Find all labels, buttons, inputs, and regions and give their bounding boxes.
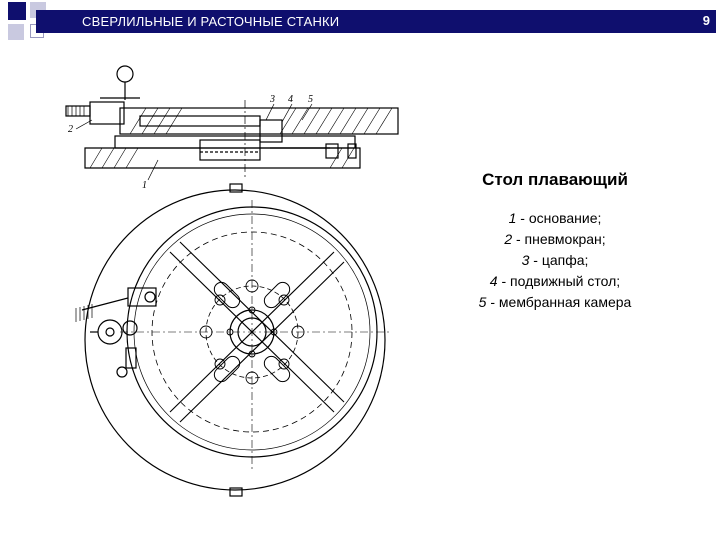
legend-number: 3 <box>521 252 530 268</box>
legend-item: 4 - подвижный стол; <box>430 271 680 292</box>
gauge-circle <box>116 65 134 83</box>
membrane-chamber <box>199 139 261 161</box>
floating-table-drawing: 3 4 5 2 1 <box>65 65 399 497</box>
caption-title: Стол плавающий <box>482 170 628 189</box>
valve-body <box>89 101 125 125</box>
legend-item: 3 - цапфа; <box>430 250 680 271</box>
base-circle <box>84 189 386 491</box>
legend-text: - пневмокран; <box>512 231 606 247</box>
corner-square <box>8 2 26 20</box>
legend-list: 1 - основание; 2 - пневмокран; 3 - цапфа… <box>430 208 680 313</box>
side-valve-mechanism <box>75 287 157 378</box>
legend-number: 1 <box>508 210 517 226</box>
piston-rod <box>139 115 261 127</box>
header-title: СВЕРЛИЛЬНЫЕ И РАСТОЧНЫЕ СТАНКИ <box>82 14 340 29</box>
clamp-slots <box>213 281 291 383</box>
legend-text: - цапфа; <box>529 252 589 268</box>
corner-square <box>8 24 24 40</box>
legend-text: - основание; <box>516 210 602 226</box>
legend-text: - подвижный стол; <box>497 273 621 289</box>
legend-item: 1 - основание; <box>430 208 680 229</box>
callout-2: 2 <box>68 124 73 135</box>
figure-caption: Стол плавающий 1 - основание; 2 - пневмо… <box>430 170 680 313</box>
legend-number: 5 <box>478 294 487 310</box>
base-section <box>84 147 361 169</box>
legend-item: 5 - мембранная камера <box>430 292 680 313</box>
center-hub <box>229 309 275 355</box>
legend-text: - мембранная камера <box>486 294 632 310</box>
valve-spring <box>65 105 91 117</box>
header-bar: СВЕРЛИЛЬНЫЕ И РАСТОЧНЫЕ СТАНКИ 9 <box>36 10 716 33</box>
callout-1: 1 <box>142 180 147 191</box>
page-number: 9 <box>702 13 710 28</box>
legend-number: 2 <box>504 231 513 247</box>
legend-number: 4 <box>489 273 498 289</box>
trunnion-block <box>259 119 283 143</box>
table-hatching <box>129 107 393 135</box>
callout-4: 4 <box>288 94 293 105</box>
callout-3: 3 <box>269 94 275 105</box>
legend-item: 2 - пневмокран; <box>430 229 680 250</box>
table-plate <box>119 107 399 135</box>
callout-5: 5 <box>308 94 313 105</box>
